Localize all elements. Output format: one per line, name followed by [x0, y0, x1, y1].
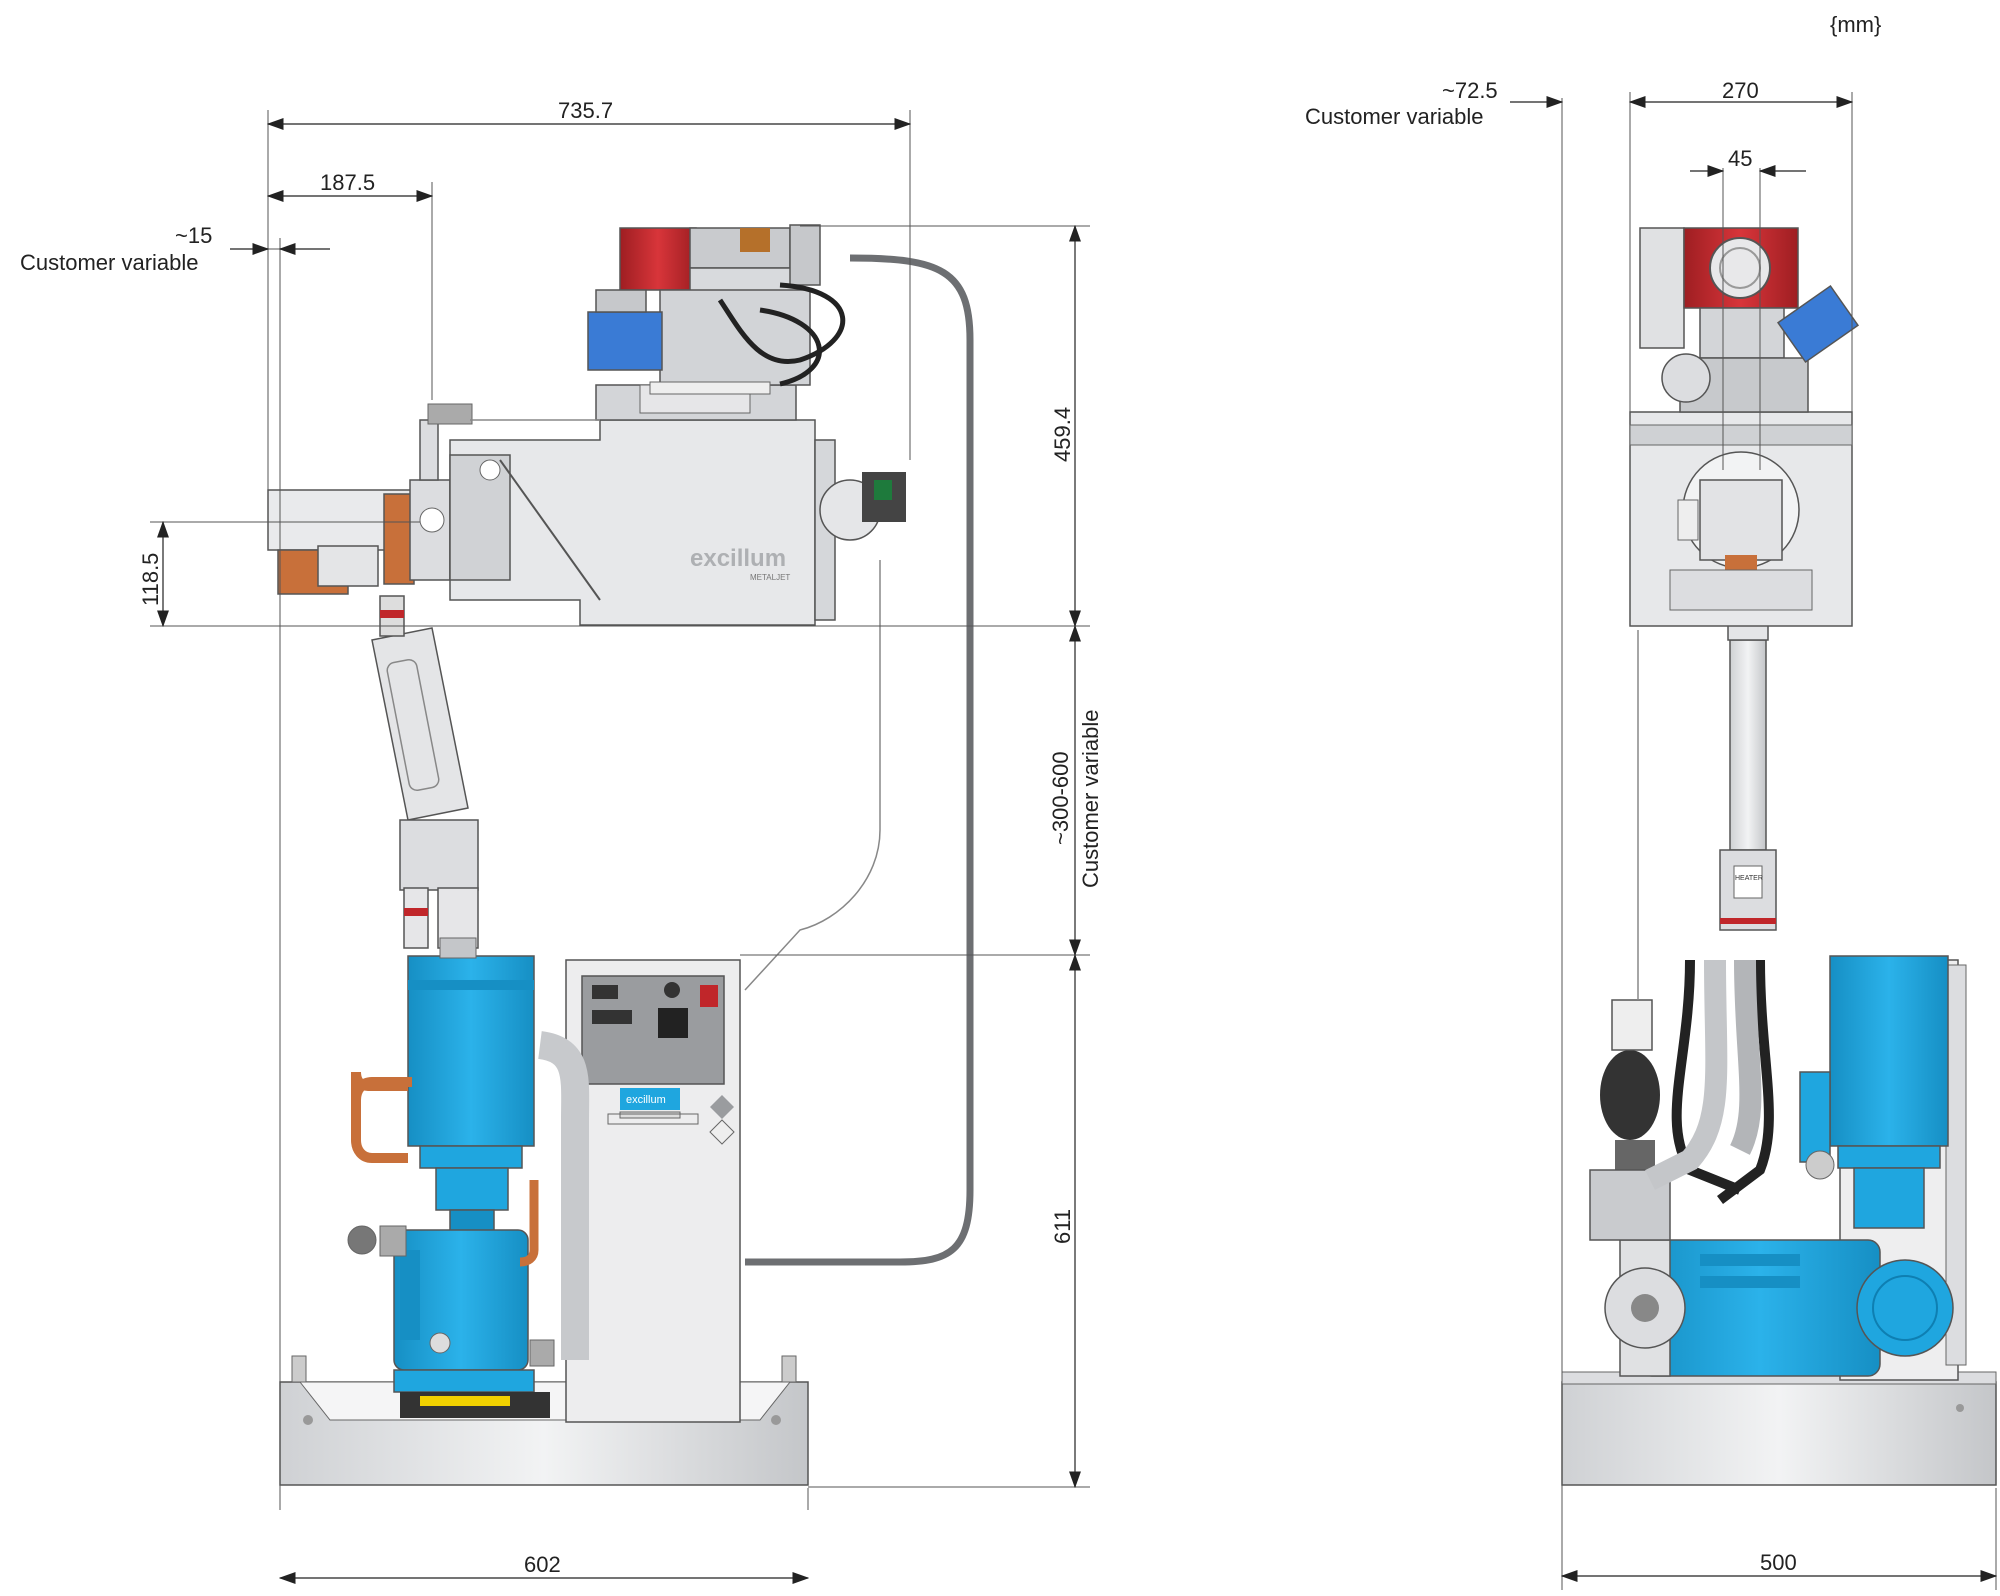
- side-head-red: [619, 227, 697, 291]
- dim-base-width: 602: [524, 1552, 561, 1577]
- dim-target-height: 118.5: [138, 553, 163, 606]
- front-blue-actuator: [1776, 284, 1860, 364]
- dim-customer-offset: ~15: [175, 223, 212, 248]
- front-dim-customer-offset: ~72.5: [1442, 78, 1498, 103]
- side-power-switch: [700, 985, 718, 1007]
- front-view: HEATER ~72.5 Customer variable 270: [1305, 78, 1998, 1590]
- front-dim-base-width: 500: [1760, 1550, 1797, 1575]
- side-source-model: METALJET: [750, 573, 790, 582]
- front-pump-impeller: [1856, 1259, 1954, 1357]
- side-blue-actuator: [587, 311, 663, 371]
- side-cabinet-logo: excillum: [626, 1094, 666, 1106]
- dim-column-label: Customer variable: [1078, 709, 1103, 888]
- side-view: excillum: [20, 98, 1103, 1584]
- front-pump-motor: [1829, 955, 1949, 1147]
- dim-offset: 187.5: [320, 170, 375, 195]
- side-source-logo: excillum: [690, 545, 786, 572]
- side-label-plate: [620, 1088, 680, 1110]
- units-label: {mm}: [1830, 12, 1881, 37]
- side-cable: [744, 560, 881, 991]
- dim-head-height: 459.4: [1050, 407, 1075, 462]
- front-dim-center-width: 45: [1728, 146, 1752, 171]
- dim-overall-width: 735.7: [558, 98, 613, 123]
- front-heater-label: HEATER: [1735, 875, 1763, 882]
- side-hose: [745, 254, 974, 1266]
- dim-customer-offset-label: Customer variable: [20, 250, 199, 275]
- front-base-plate: [1561, 1381, 1997, 1486]
- front-dim-customer-offset-label: Customer variable: [1305, 104, 1484, 129]
- front-dim-width: 270: [1722, 78, 1759, 103]
- front-accumulator: [1600, 1050, 1660, 1140]
- dim-base-height: 611: [1050, 1209, 1075, 1244]
- front-column: [1729, 639, 1767, 851]
- dim-column-height: ~300-600: [1048, 751, 1073, 845]
- side-column: [371, 627, 469, 821]
- side-source-body: [449, 419, 816, 626]
- front-fan: [1709, 237, 1771, 299]
